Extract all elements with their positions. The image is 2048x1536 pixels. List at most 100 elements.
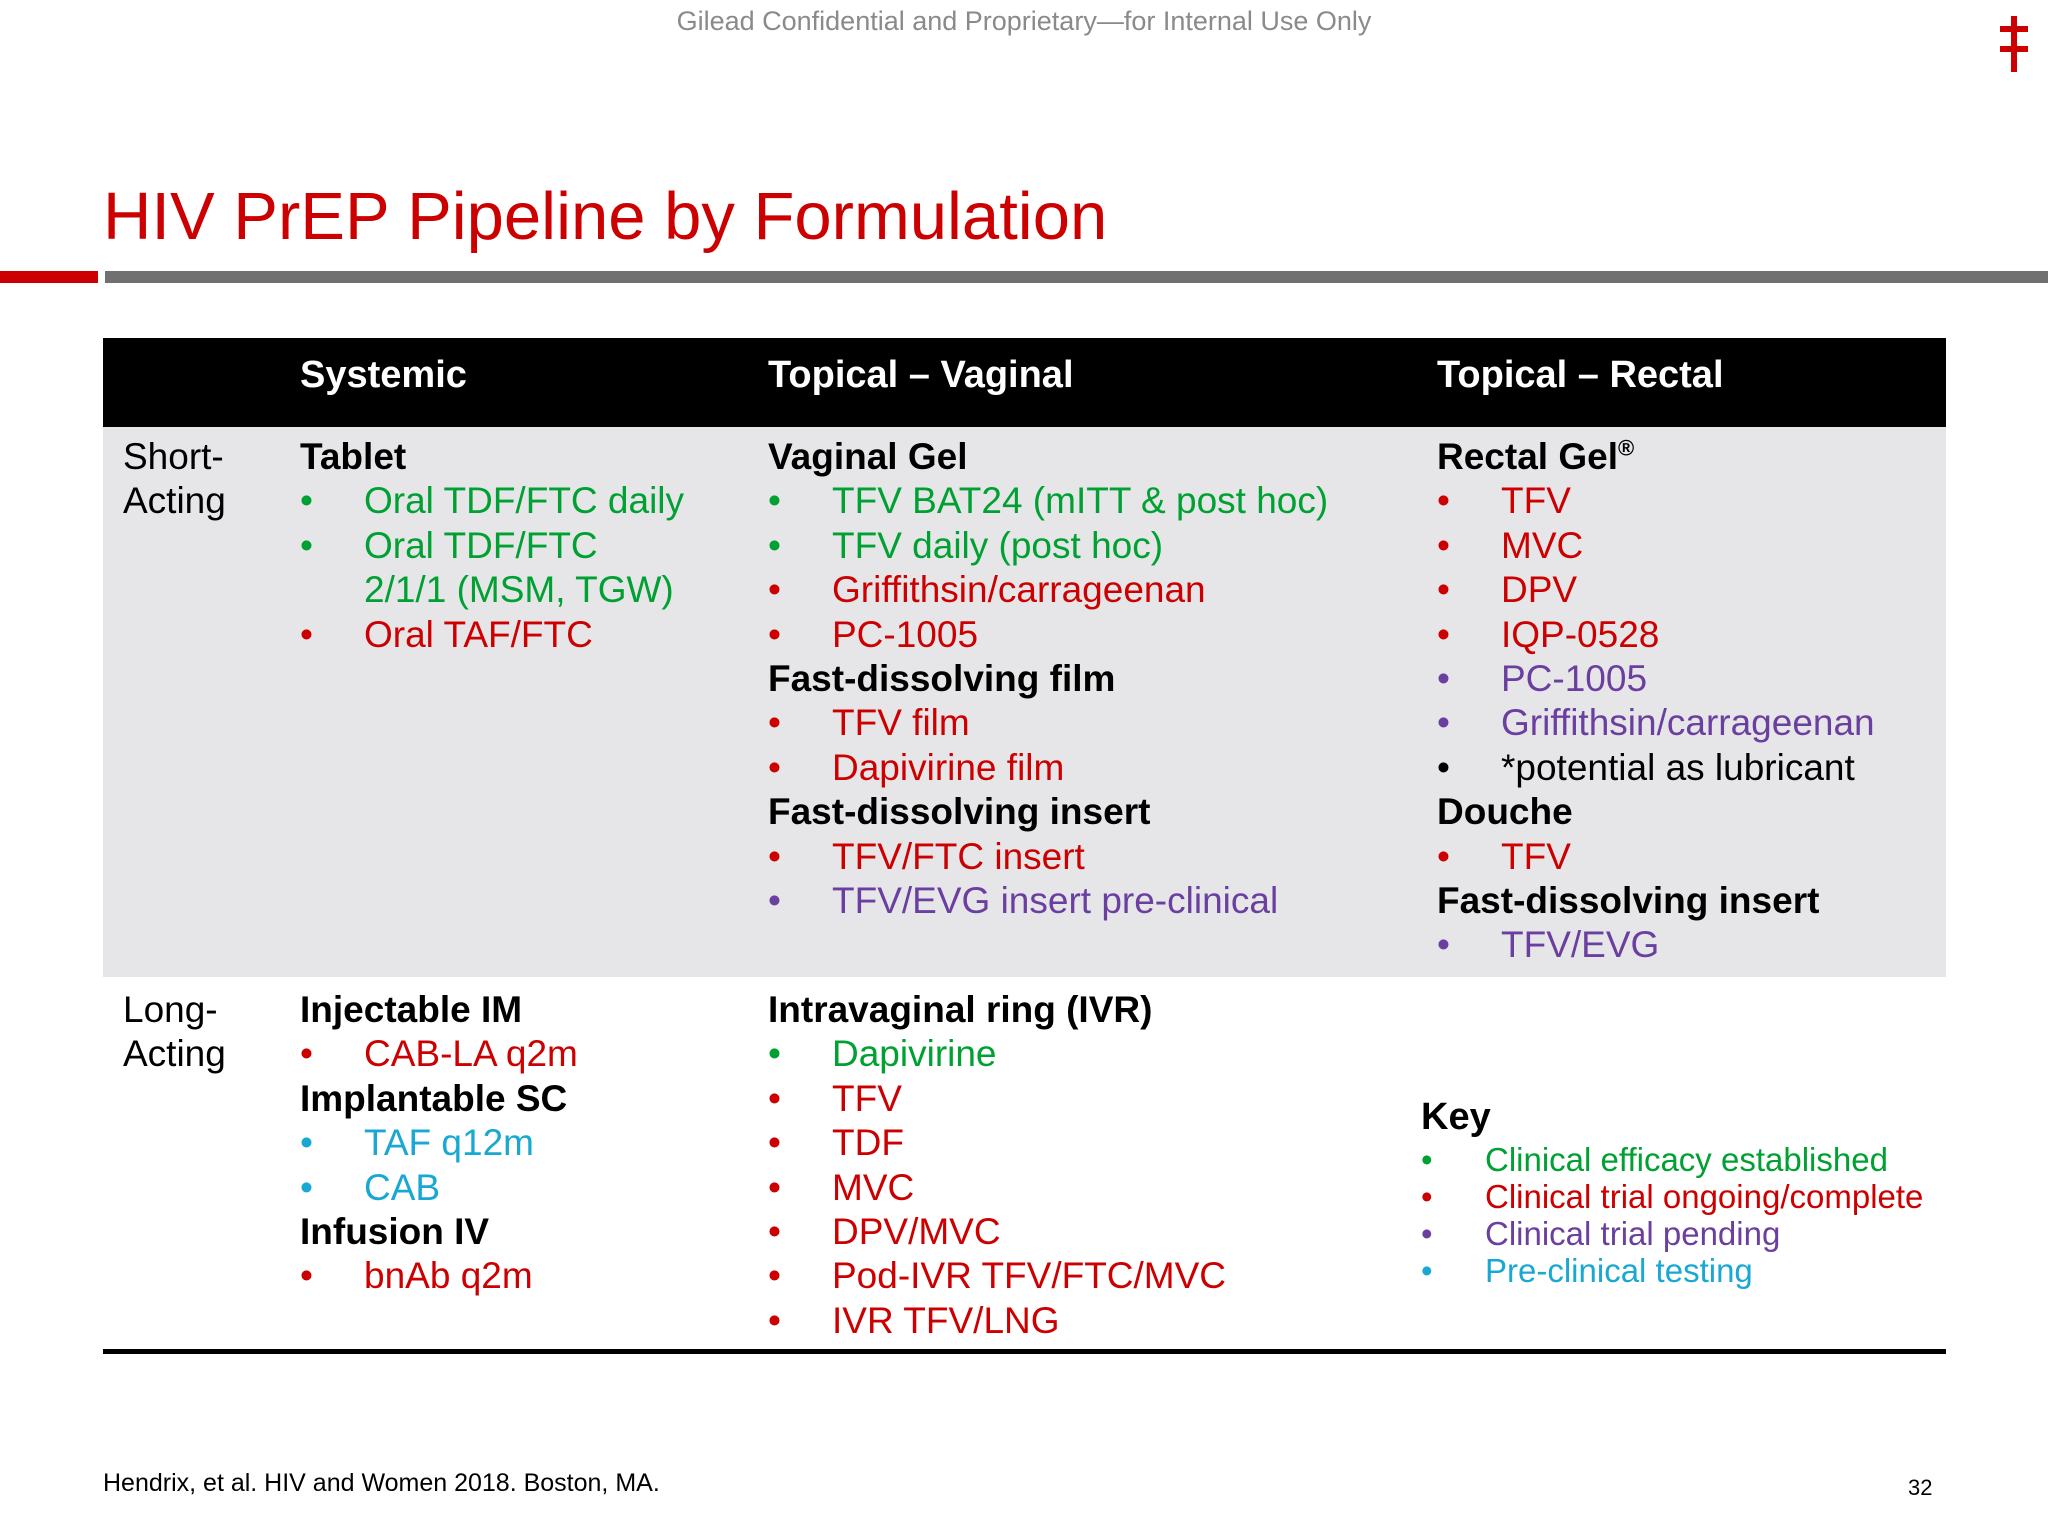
bullet-icon: • <box>300 524 313 566</box>
confidential-notice: Gilead Confidential and Proprietary—for … <box>676 6 1372 36</box>
list-item: •TFV/EVG <box>1437 923 1875 967</box>
bullet-icon: • <box>768 702 781 744</box>
list-item: •DPV/MVC <box>768 1210 1226 1254</box>
list-item-text: PC-1005 <box>832 613 979 655</box>
legend-key: Key •Clinical efficacy established•Clini… <box>1421 1093 1923 1289</box>
bullet-icon: • <box>768 746 781 788</box>
list-item-text: CAB-LA q2m <box>364 1033 578 1075</box>
bullet-icon: • <box>1437 835 1450 877</box>
section-heading-text: Infusion IV <box>300 1211 490 1253</box>
list-item: • TFV daily (post hoc) <box>768 524 1328 568</box>
bullet-icon: • <box>300 1033 313 1075</box>
section-heading-text: Implantable SC <box>300 1077 568 1119</box>
list-item-text: DPV <box>1501 569 1578 611</box>
row-label-long-acting: Long- Acting <box>123 988 226 1077</box>
section-heading-text: Fast-dissolving insert <box>768 791 1151 833</box>
section-heading-text: Tablet <box>300 436 407 477</box>
bullet-icon: • <box>1421 1141 1433 1178</box>
list-item: • CAB-LA q2m <box>300 1032 578 1076</box>
list-item: •MVC <box>768 1166 1226 1210</box>
gilead-logo-icon <box>2000 16 2028 72</box>
bullet-icon: • <box>1421 1215 1433 1252</box>
section-heading-text: Vaginal Gel <box>768 436 968 477</box>
section-heading-text: Fast-dissolving insert <box>1437 880 1820 922</box>
section-heading-text: Fast-dissolving film <box>768 658 1116 700</box>
long-vaginal-cell: Intravaginal ring (IVR)•Dapivirine•TFV•T… <box>768 988 1226 1343</box>
list-item-text: TFV/EVG <box>1501 924 1660 966</box>
list-item-continuation: 2/1/1 (MSM, TGW) <box>300 568 684 612</box>
bullet-icon: • <box>300 480 313 522</box>
list-item-text: Dapivirine <box>832 1033 997 1075</box>
list-item: • TFV/FTC insert <box>768 835 1328 879</box>
list-item-text: *potential as lubricant <box>1501 746 1855 788</box>
list-item: •CAB <box>300 1166 578 1210</box>
list-item-text: TDF <box>832 1122 904 1164</box>
list-item-text: TFV/FTC insert <box>832 835 1085 877</box>
list-item-text: PC-1005 <box>1501 658 1648 700</box>
bullet-icon: • <box>1437 746 1450 788</box>
bullet-icon: • <box>768 1033 781 1075</box>
list-item: •TFV <box>768 1077 1226 1121</box>
section-heading: Intravaginal ring (IVR) <box>768 988 1226 1032</box>
list-item: •TFV BAT24 (mITT & post hoc) <box>768 479 1328 523</box>
list-item-text: MVC <box>1501 524 1584 566</box>
legend-item-text: Clinical trial pending <box>1485 1215 1781 1252</box>
section-heading: Infusion IV <box>300 1210 578 1254</box>
list-item: • PC-1005 <box>768 613 1328 657</box>
list-item: • TFV film <box>768 701 1328 745</box>
section-heading: Tablet <box>300 435 684 479</box>
section-heading: Rectal Gel® <box>1437 435 1875 479</box>
bullet-icon: • <box>1421 1178 1433 1215</box>
section-heading-text: Intravaginal ring (IVR) <box>768 989 1153 1030</box>
list-item-text: TFV/EVG insert pre-clinical <box>832 880 1279 922</box>
bullet-icon: • <box>768 1122 781 1164</box>
list-item-text: Pod-IVR TFV/FTC/MVC <box>832 1255 1227 1297</box>
title-accent-bar <box>0 271 98 283</box>
bullet-icon: • <box>768 1299 781 1341</box>
bullet-icon: • <box>768 613 781 655</box>
col-header-vaginal: Topical – Vaginal <box>768 354 1074 396</box>
list-item-text: IVR TFV/LNG <box>832 1299 1060 1341</box>
list-item-text: TFV <box>1501 480 1571 522</box>
bullet-icon: • <box>1437 613 1450 655</box>
bullet-icon: • <box>768 1255 781 1297</box>
section-heading: Injectable IM <box>300 988 578 1032</box>
bullet-icon: • <box>768 524 781 566</box>
table-bottom-rule <box>103 1349 1946 1354</box>
list-item: • Oral TDF/FTC daily <box>300 479 684 523</box>
list-item: •PC-1005 <box>1437 657 1875 701</box>
list-item-text: Oral TAF/FTC <box>364 613 593 655</box>
list-item: •Oral TAF/FTC <box>300 613 684 657</box>
list-item: •TFV <box>1437 835 1875 879</box>
section-heading-text: Douche <box>1437 791 1573 833</box>
list-item: •bnAb q2m <box>300 1254 578 1298</box>
bullet-icon: • <box>768 835 781 877</box>
list-item: •Griffithsin/carrageenan <box>768 568 1328 612</box>
row-label-short-acting: Short- Acting <box>123 435 226 524</box>
legend-item: • Clinical trial pending <box>1421 1215 1923 1252</box>
list-item: •DPV <box>1437 568 1875 612</box>
legend-title: Key <box>1421 1096 1491 1138</box>
legend-item: •Clinical efficacy established <box>1421 1141 1923 1178</box>
legend-item-text: Pre-clinical testing <box>1485 1252 1753 1289</box>
list-item: •MVC <box>1437 524 1875 568</box>
list-item: • Pod-IVR TFV/FTC/MVC <box>768 1254 1226 1298</box>
list-item-text: TFV daily (post hoc) <box>832 524 1164 566</box>
list-item: •Griffithsin/carrageenan <box>1437 701 1875 745</box>
bullet-icon: • <box>768 1166 781 1208</box>
list-item-text: CAB <box>364 1166 441 1208</box>
list-item: • IVR TFV/LNG <box>768 1299 1226 1343</box>
list-item-text: Oral TDF/FTC daily <box>364 480 685 522</box>
row-label-line: Acting <box>123 480 226 522</box>
section-heading: Douche <box>1437 790 1875 834</box>
table-header: Systemic Topical – Vaginal Topical – Rec… <box>103 338 1946 427</box>
bullet-icon: • <box>768 1211 781 1253</box>
list-item-text: TFV film <box>832 702 970 744</box>
bullet-icon: • <box>1421 1252 1433 1289</box>
bullet-icon: • <box>768 480 781 522</box>
list-item-text: TFV <box>832 1077 902 1119</box>
section-heading: Vaginal Gel <box>768 435 1328 479</box>
list-item-text: Griffithsin/carrageenan <box>832 569 1206 611</box>
list-item-text: Dapivirine film <box>832 746 1065 788</box>
